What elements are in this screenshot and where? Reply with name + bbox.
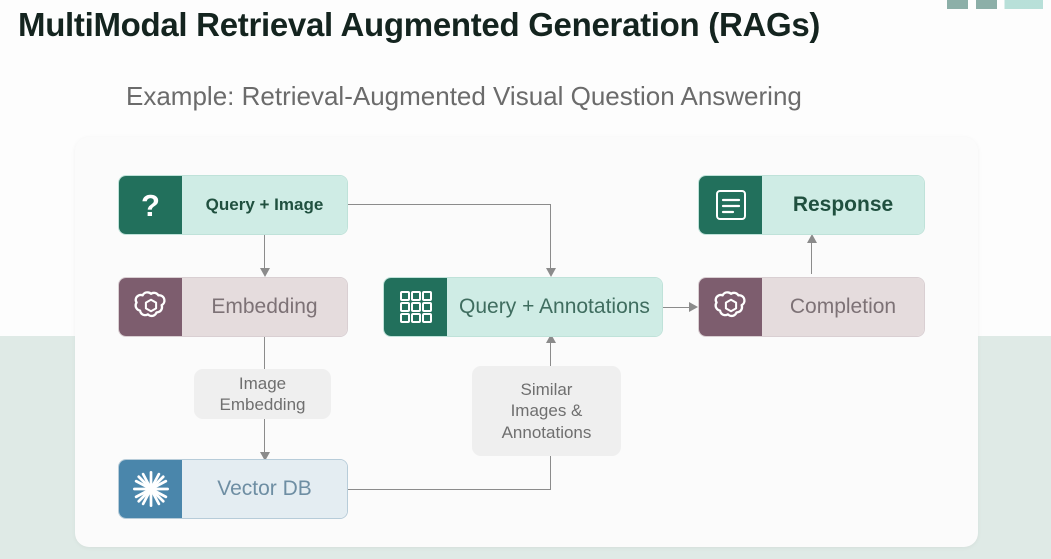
arrowhead-response-in bbox=[806, 234, 817, 243]
edge-query-image-to-embedding bbox=[264, 235, 266, 271]
page-title: MultiModal Retrieval Augmented Generatio… bbox=[18, 6, 821, 43]
edge-vector-db-right-segment bbox=[348, 489, 551, 491]
openai-logo-glyph bbox=[713, 291, 746, 318]
label-image-embedding-line-1: Image bbox=[238, 373, 287, 393]
label-similar-line-1: Similar bbox=[520, 380, 573, 400]
edge-image-embedding-to-vector-db bbox=[264, 419, 266, 455]
node-completion[interactable]: Completion bbox=[698, 277, 925, 337]
arrowhead-completion-in bbox=[689, 301, 698, 312]
edge-query-image-down-segment bbox=[550, 204, 552, 270]
node-query-image-label: Query + Image bbox=[182, 176, 347, 234]
diagram-card: ? Query + Image Embedding bbox=[75, 137, 978, 547]
edge-embedding-to-image-embedding bbox=[264, 337, 266, 369]
node-query-image[interactable]: ? Query + Image bbox=[118, 175, 348, 235]
arrowhead-vector-db-in bbox=[259, 452, 270, 461]
openai-logo-glyph bbox=[133, 291, 166, 318]
document-lines-glyph bbox=[715, 190, 746, 220]
question-mark-icon: ? bbox=[119, 176, 182, 234]
node-response[interactable]: Response bbox=[698, 175, 925, 235]
label-image-embedding-line-2: Embedding bbox=[219, 395, 306, 414]
cropped-corner-artifact bbox=[947, 0, 1043, 9]
openai-logo-icon bbox=[699, 278, 762, 336]
edge-completion-to-response bbox=[811, 238, 813, 274]
node-vector-db-label: Vector DB bbox=[182, 460, 347, 518]
label-similar-line-2: Images & bbox=[510, 401, 583, 421]
node-completion-label: Completion bbox=[762, 278, 924, 336]
label-similar-images-annotations: Similar Images & Annotations bbox=[472, 366, 621, 456]
star-burst-glyph bbox=[132, 471, 169, 507]
label-similar-line-3: Annotations bbox=[501, 422, 592, 442]
star-burst-icon bbox=[119, 460, 182, 518]
node-embedding-label: Embedding bbox=[182, 278, 347, 336]
node-response-label: Response bbox=[762, 176, 924, 234]
arrowhead-query-annotations-top-in bbox=[545, 268, 556, 277]
node-embedding[interactable]: Embedding bbox=[118, 277, 348, 337]
edge-vector-db-up-segment bbox=[550, 456, 552, 490]
node-vector-db[interactable]: Vector DB bbox=[118, 459, 348, 519]
openai-logo-icon bbox=[119, 278, 182, 336]
question-mark-glyph: ? bbox=[141, 187, 160, 223]
grid-3x3-icon bbox=[384, 278, 447, 336]
label-image-embedding: Image Embedding bbox=[194, 369, 331, 419]
document-lines-icon bbox=[699, 176, 762, 234]
arrowhead-embedding-in bbox=[259, 268, 270, 277]
node-query-annotations-label: Query + Annotations bbox=[447, 278, 662, 336]
edge-query-image-right-segment bbox=[348, 204, 551, 206]
arrowhead-query-annotations-bottom-in bbox=[545, 334, 556, 343]
grid-3x3-glyph bbox=[399, 291, 432, 323]
edge-similar-images-to-query-annotations bbox=[550, 337, 552, 366]
edge-query-annotations-to-completion bbox=[663, 307, 691, 309]
node-query-annotations[interactable]: Query + Annotations bbox=[383, 277, 663, 337]
page-subtitle: Example: Retrieval-Augmented Visual Ques… bbox=[126, 81, 802, 111]
